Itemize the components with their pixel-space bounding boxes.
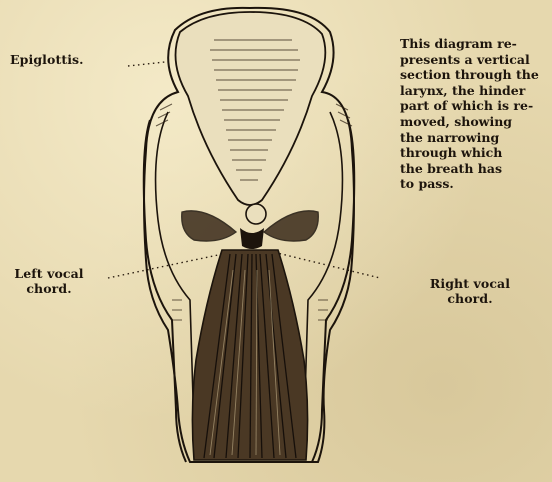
caption-line: larynx, the hinder: [400, 83, 548, 99]
caption-line: part of which is re-: [400, 98, 548, 114]
caption-line: section through the: [400, 67, 548, 83]
left-vocal-chord-label-line2: chord.: [6, 281, 92, 296]
caption-line: This diagram re-: [400, 36, 548, 52]
right-vocal-chord-label: Right vocal chord.: [418, 276, 522, 306]
glottis-knot: [246, 204, 266, 224]
left-vocal-chord-label-line1: Left vocal: [6, 266, 92, 281]
diagram-caption: This diagram re- presents a vertical sec…: [400, 36, 548, 192]
caption-line: the narrowing: [400, 130, 548, 146]
left-vocal-chord-label: Left vocal chord.: [6, 266, 92, 296]
caption-line: through which: [400, 145, 548, 161]
epiglottis-label: Epiglottis.: [10, 52, 84, 67]
caption-line: the breath has: [400, 161, 548, 177]
glottis: [240, 228, 264, 249]
caption-line: presents a vertical: [400, 52, 548, 68]
left-fold: [182, 211, 236, 241]
caption-line: to pass.: [400, 176, 548, 192]
right-vocal-chord-label-line1: Right vocal: [418, 276, 522, 291]
caption-line: moved, showing: [400, 114, 548, 130]
epiglottis-shape: [176, 12, 326, 205]
epiglottis-leader-line: [128, 62, 165, 66]
right-vocal-chord-label-line2: chord.: [418, 291, 522, 306]
right-fold: [264, 211, 318, 241]
